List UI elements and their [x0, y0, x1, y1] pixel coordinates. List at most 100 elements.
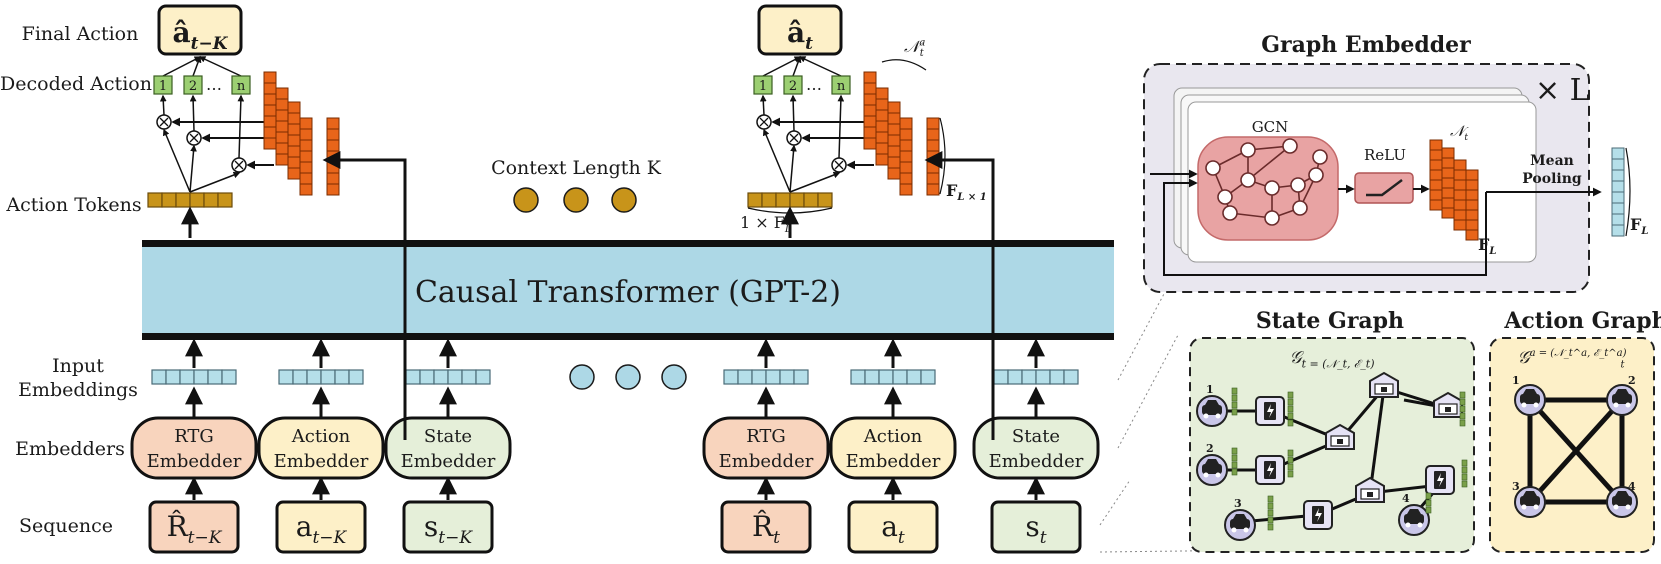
- state-graph-title: State Graph: [1256, 308, 1404, 334]
- ge-out-fl-label: FL: [1630, 215, 1648, 237]
- fl-brace: [939, 117, 946, 195]
- ge-feature-cell: [1453, 189, 1467, 201]
- ge-feature-cell: [1453, 219, 1467, 231]
- decoded-dots: …: [806, 75, 822, 94]
- transformer-top-bar: [142, 240, 1114, 247]
- sequence-box: [720, 500, 812, 554]
- gcn-edge: [1247, 145, 1291, 181]
- battery-cell: [1287, 405, 1294, 413]
- feature-cell: [263, 115, 277, 128]
- input-token-cell: [306, 369, 322, 385]
- battery-cell: [1267, 523, 1274, 531]
- action-car-number: 2: [1628, 374, 1636, 387]
- charger-icon: [1425, 465, 1455, 495]
- feature-cell: [899, 117, 913, 130]
- feature-cell: [899, 183, 913, 196]
- feature-cell: [287, 134, 301, 147]
- battery-cell: [1287, 398, 1294, 406]
- token-to-mult-arrow: [762, 128, 791, 193]
- feature-cell: [299, 139, 313, 152]
- embedder-pill: [972, 416, 1100, 480]
- mean-pooling-label-2: Pooling: [1522, 171, 1582, 187]
- decoded-action-node-label: 1: [159, 79, 167, 94]
- decoded-action-node-label: 1: [759, 79, 767, 94]
- feature-cell: [863, 71, 877, 84]
- gcn-node: [1240, 172, 1256, 188]
- embedder-pill: [702, 416, 830, 480]
- transformer-body: [142, 245, 1114, 335]
- decoded-action-node-label: 2: [189, 79, 197, 94]
- sequence-box: [847, 500, 939, 554]
- embedder-label-line1: Action: [863, 426, 923, 447]
- feature-cell: [875, 142, 889, 155]
- battery-cell: [1425, 492, 1432, 500]
- station-icon: [1355, 476, 1385, 503]
- feature-cell: [263, 93, 277, 106]
- battery-cell: [1231, 468, 1238, 476]
- battery-cell: [1461, 466, 1468, 474]
- final-action-box: [757, 4, 843, 56]
- embedder-label-line2: Embedder: [274, 451, 369, 472]
- feature-cell: [887, 123, 901, 136]
- action-token-cell: [203, 192, 219, 208]
- multiply-icon: [159, 117, 169, 127]
- ge-out-cell: [1611, 147, 1625, 160]
- gcn-node: [1264, 180, 1280, 196]
- feature-cell: [899, 128, 913, 141]
- ge-feature-cell: [1465, 179, 1479, 191]
- sequence-label: at: [881, 510, 905, 548]
- multiply-icon: [759, 117, 769, 127]
- input-token-cell: [1035, 369, 1051, 385]
- feature-cell: [275, 120, 289, 133]
- multiply-icon: [234, 160, 244, 170]
- ge-feature-cell: [1441, 157, 1455, 169]
- gcn-node: [1205, 160, 1221, 176]
- input-columns: R̂t−KRTGEmbedderat−KActionEmbedderst−KSt…: [130, 338, 1100, 554]
- feature-cell: [875, 109, 889, 122]
- input-token-cell: [405, 369, 421, 385]
- input-token-cell: [850, 369, 866, 385]
- transformer-bottom-bar: [142, 333, 1114, 340]
- input-token-cell: [221, 369, 237, 385]
- input-token-cell: [151, 369, 167, 385]
- feature-cell: [899, 139, 913, 152]
- charger-icon: [1255, 396, 1285, 426]
- state-feature-cell: [326, 161, 340, 174]
- connector-line: [1117, 291, 1166, 381]
- state-car-number: 1: [1206, 383, 1214, 396]
- feature-cell: [299, 161, 313, 174]
- embedder-label-line2: Embedder: [719, 451, 814, 472]
- ge-feature-cell: [1429, 189, 1443, 201]
- ge-feature-stacks: [1429, 139, 1479, 241]
- feature-cell: [299, 183, 313, 196]
- embedder-label-line1: State: [1012, 426, 1060, 447]
- charger-icon: [1255, 455, 1285, 485]
- fl-x1-label: FL × 1: [946, 181, 987, 203]
- ge-feature-cell: [1453, 169, 1467, 181]
- feature-cell: [263, 82, 277, 95]
- state-car-number: 3: [1234, 497, 1242, 510]
- graph-embedder: Graph Embedder × L GCN ReLU 𝒩t FL Mean P…: [1143, 32, 1648, 293]
- battery-cell: [1425, 499, 1432, 507]
- gcn-node: [1240, 142, 1256, 158]
- action-token-cell: [217, 192, 233, 208]
- sequence-box: [275, 500, 367, 554]
- decoded-action-node: [231, 75, 251, 95]
- feature-cell: [863, 115, 877, 128]
- sequence-label: R̂t−K: [167, 510, 223, 548]
- sequence-label: R̂t: [752, 510, 780, 548]
- feature-cell: [887, 112, 901, 125]
- sequence-label: at−K: [296, 510, 348, 548]
- state-car-number: 4: [1402, 492, 1410, 505]
- input-token-cell: [723, 369, 739, 385]
- feature-cell: [287, 101, 301, 114]
- token-to-mult-arrow: [189, 144, 197, 193]
- row-label-final-action: Final Action: [22, 23, 139, 45]
- feature-cell: [287, 167, 301, 180]
- relu-icon: [1366, 179, 1403, 197]
- state-to-decoder-arrow-right: [924, 151, 995, 440]
- action-graph-formula: 𝒢a = (𝒩_t^a, ℰ_t^a)t: [1518, 348, 1627, 370]
- feature-cell: [287, 123, 301, 136]
